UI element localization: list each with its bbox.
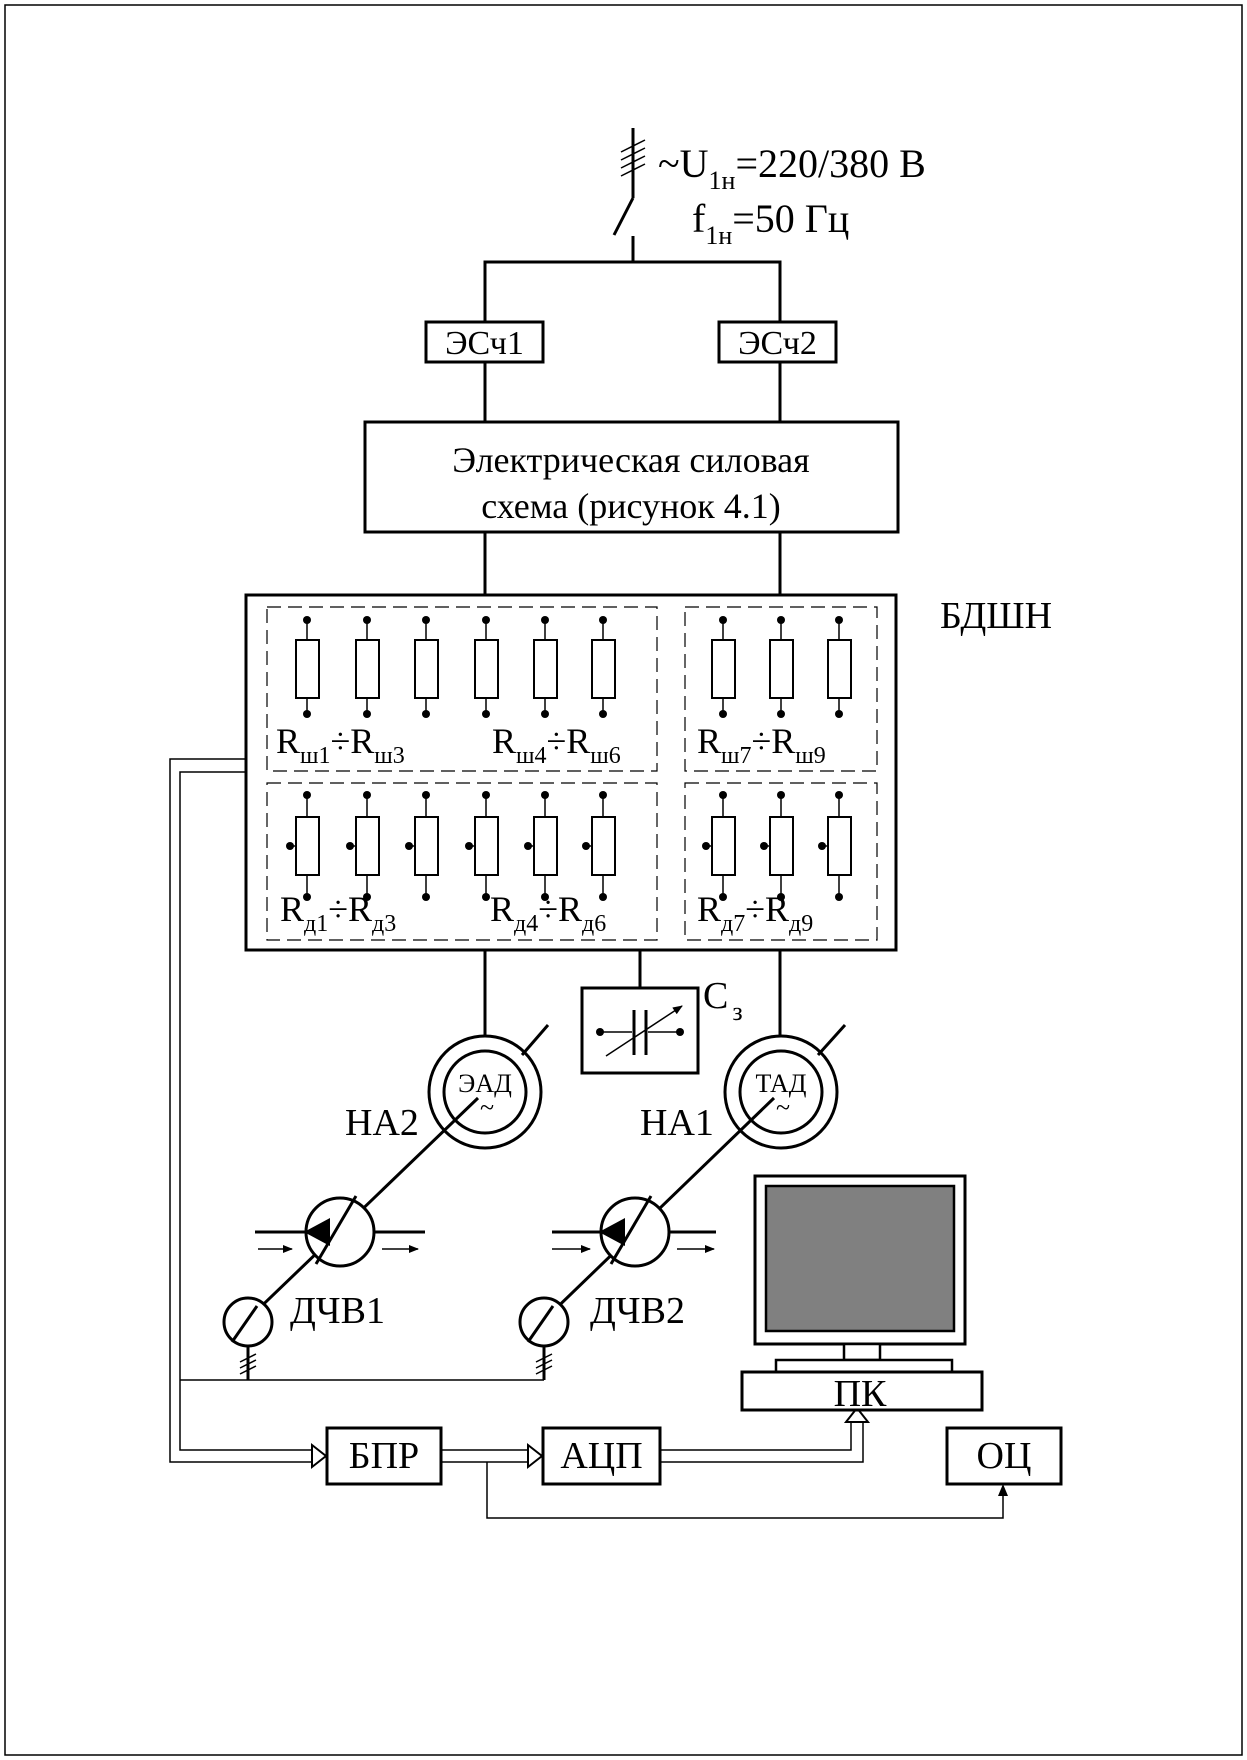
motor-ead-unit-label: НА2 (345, 1102, 419, 1144)
shunt-resistor (711, 616, 736, 718)
shunt-group-frame-right (684, 606, 878, 772)
signal-bus-to-bpr (169, 758, 328, 1470)
speed-sensor-1-label: ДЧВ1 (290, 1290, 385, 1332)
energy-meter-1 (424, 320, 545, 364)
signal-bus-to-adc (441, 1442, 544, 1470)
divider-resistor (524, 791, 558, 901)
divider-resistor (405, 791, 439, 901)
label-shunt-1-3: Rш1÷Rш3 (276, 721, 405, 769)
bpr-block (325, 1426, 443, 1486)
energy-meter-2-label: ЭСч2 (738, 325, 817, 362)
adc-label: АЦП (560, 1435, 642, 1477)
divider-group-frame-left (266, 782, 658, 941)
power-circuit-block (363, 420, 900, 534)
bpr-label: БПР (349, 1435, 419, 1477)
motor-ead-symbol: ~ (480, 1093, 494, 1122)
motor-tad-unit-label: НА1 (640, 1102, 714, 1144)
divider-resistor (465, 791, 499, 901)
pc-screen (764, 1184, 956, 1333)
pc-label: ПК (834, 1373, 887, 1415)
speed-sensor-1 (222, 1296, 274, 1380)
shunt-resistor (827, 616, 852, 718)
pump-1 (255, 1195, 425, 1268)
shunt-resistor (769, 616, 794, 718)
motor-ead-inner-label: ЭАД (458, 1069, 512, 1098)
divider-resistor (818, 791, 852, 901)
speed-sensor-2 (518, 1296, 570, 1380)
oscilloscope-label: ОЦ (977, 1435, 1032, 1477)
label-divider-1-3: Rд1÷Rд3 (280, 889, 396, 937)
shunt-resistor (474, 616, 499, 718)
pc-computer (740, 1174, 984, 1412)
label-divider-7-9: Rд7÷Rд9 (697, 889, 813, 937)
shunt-resistor (591, 616, 616, 718)
adc-block (541, 1426, 662, 1486)
shunt-resistors (295, 616, 852, 718)
divider-resistor (286, 791, 320, 901)
page-border (4, 4, 1243, 1756)
label-divider-4-6: Rд4÷Rд6 (490, 889, 606, 937)
speed-sensor-2-label: ДЧВ2 (590, 1290, 685, 1332)
energy-meter-1-label: ЭСч1 (445, 325, 524, 362)
divider-resistor (582, 791, 616, 901)
power-circuit-line2: схема (рисунок 4.1) (481, 486, 781, 526)
shunt-resistor (533, 616, 558, 718)
power-supply-input (612, 128, 646, 262)
divider-resistors (286, 791, 852, 901)
capacitor-block (580, 986, 700, 1075)
shunt-group-frame-left (266, 606, 658, 772)
power-circuit-line1: Электрическая силовая (452, 440, 809, 480)
divider-resistor (346, 791, 380, 901)
motor-tad-symbol: ~ (776, 1093, 790, 1122)
shunt-resistor (355, 616, 380, 718)
energy-meter-2 (717, 320, 838, 364)
divider-group-frame-right (684, 782, 878, 941)
label-shunt-7-9: Rш7÷Rш9 (697, 721, 826, 769)
divider-resistor (760, 791, 794, 901)
shunt-resistor (414, 616, 439, 718)
motor-tad-inner-label: ТАД (755, 1069, 806, 1098)
supply-voltage-label: ~U1н=220/380 В (658, 141, 926, 195)
shunt-resistor (295, 616, 320, 718)
label-shunt-4-6: Rш4÷Rш6 (492, 721, 621, 769)
pump-2 (552, 1195, 716, 1268)
oscilloscope-block (945, 1426, 1063, 1486)
signal-bus-to-pc (660, 1406, 871, 1463)
supply-frequency-label: f1н=50 Гц (692, 196, 849, 250)
motor-tad (540, 1023, 847, 1324)
bdshn-label: БДШН (940, 595, 1052, 637)
divider-resistor (702, 791, 736, 901)
